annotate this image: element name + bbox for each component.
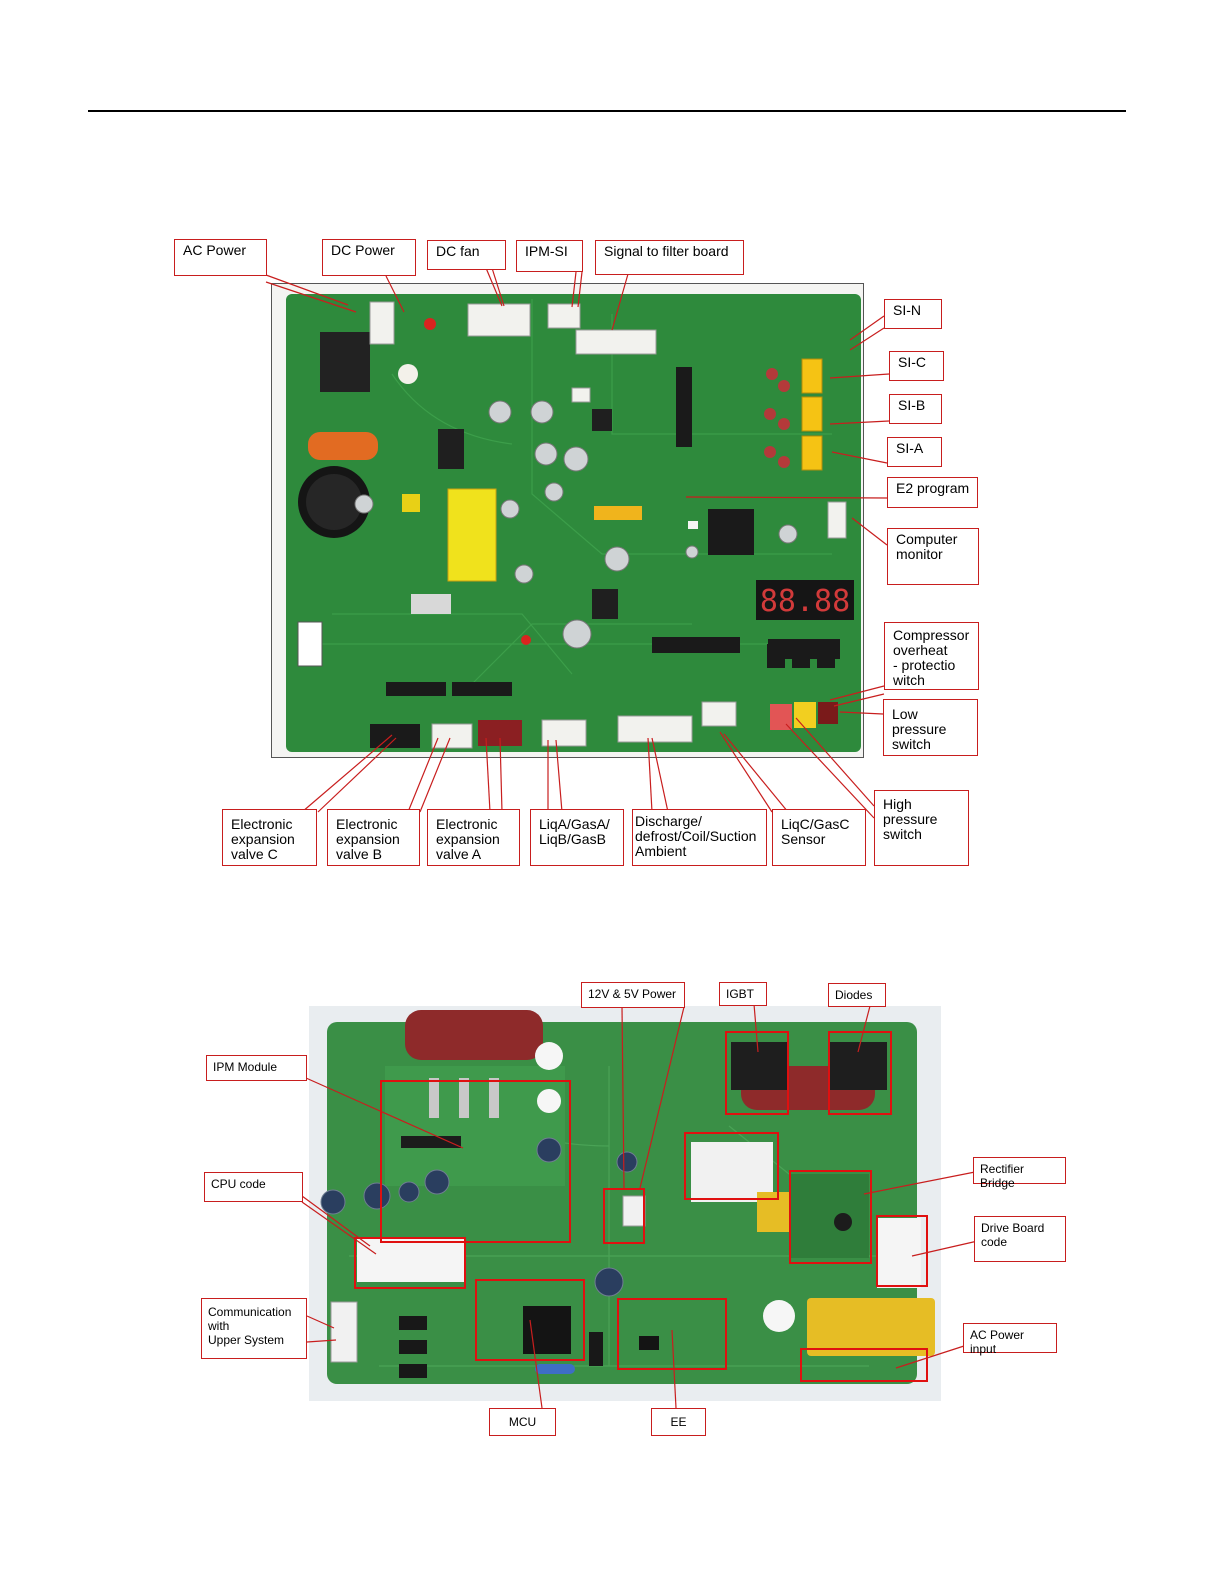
si-b-label: SI-B [889, 394, 942, 424]
rectifier-bridge-label: Rectifier Bridge [973, 1157, 1066, 1190]
main-board-photo: 88.88 [271, 283, 864, 758]
mcu-label: MCU [489, 1408, 556, 1436]
igbt-label: IGBT [719, 982, 767, 1006]
diodes-highlight [828, 1031, 892, 1115]
ipm-module-label: IPM Module [206, 1055, 307, 1081]
computer-monitor-label: Computer monitor [887, 528, 979, 585]
si-n-label: SI-N [884, 299, 942, 329]
header-rule [88, 110, 1126, 112]
si-a-label: SI-A [887, 437, 942, 467]
power-12v5v-highlight [603, 1188, 645, 1244]
drive-board-photo [309, 1006, 941, 1401]
exv-a-label: Electronic expansion valve A [427, 809, 520, 866]
power-12v5v-label: 12V & 5V Power [581, 982, 685, 1008]
mcu-highlight [475, 1279, 585, 1361]
rectifier-bridge-highlight [789, 1170, 872, 1264]
e2-program-label: E2 program [887, 477, 978, 508]
exv-c-label: Electronic expansion valve C [222, 809, 317, 866]
cpu-code-label: CPU code [204, 1172, 303, 1202]
dc-fan-label: DC fan [427, 240, 506, 270]
ac-power-input-label: AC Power input [963, 1323, 1057, 1356]
liq-gas-ab-label: LiqA/GasA/ LiqB/GasB [530, 809, 624, 866]
drive-board-code-label: Drive Board code [974, 1216, 1066, 1262]
ac-power-input-highlight [800, 1348, 928, 1382]
ipm-module-highlight [380, 1080, 571, 1243]
dc-power-label: DC Power [322, 239, 416, 276]
exv-b-label: Electronic expansion valve B [327, 809, 420, 866]
ac-power-label: AC Power [174, 239, 267, 276]
signal-to-filter-board-label: Signal to filter board [595, 240, 744, 275]
compressor-overheat-label: Compressor overheat - protectio witch [884, 622, 979, 690]
discharge-defrost-label: Discharge/ defrost/Coil/Suction Ambient [632, 809, 767, 866]
igbt-highlight [725, 1031, 789, 1115]
high-pressure-switch-label: High pressure switch [874, 790, 969, 866]
drive-board-code-highlight [876, 1215, 928, 1287]
ee-highlight [617, 1298, 727, 1370]
low-pressure-switch-label: Low pressure switch [883, 699, 978, 756]
communication-upper-system-label: Communication with Upper System [201, 1298, 307, 1359]
seven-segment-display: 88.88 [760, 584, 850, 619]
liqc-gasc-sensor-label: LiqC/GasC Sensor [772, 809, 866, 866]
transformer-highlight [684, 1132, 779, 1200]
si-c-label: SI-C [889, 351, 944, 381]
diodes-label: Diodes [828, 983, 886, 1007]
ipm-si-label: IPM-SI [516, 240, 583, 272]
ee-label: EE [651, 1408, 706, 1436]
cpu-code-highlight [354, 1237, 466, 1289]
